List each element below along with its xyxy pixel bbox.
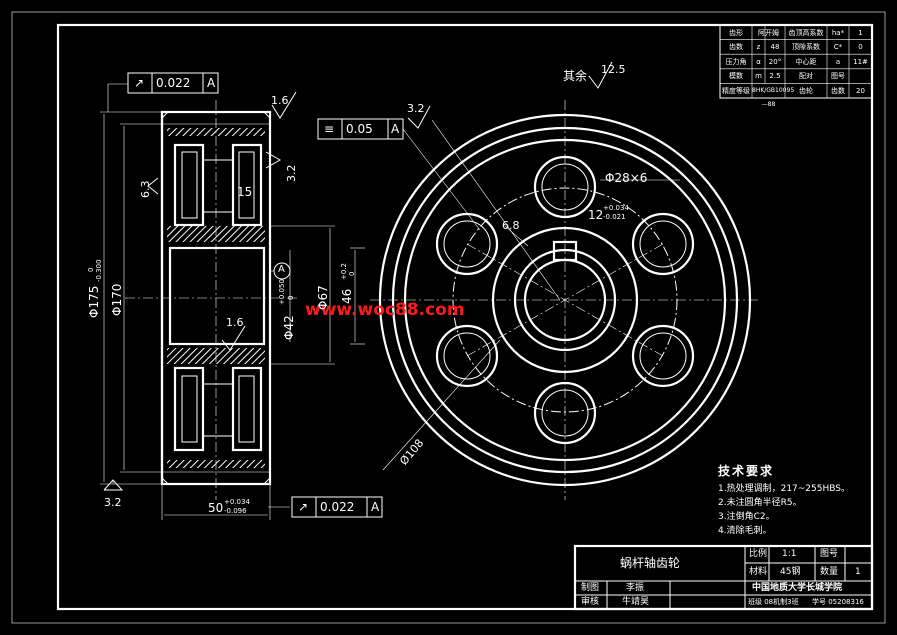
runout-bottom-datum: A	[371, 500, 380, 514]
gear-table-cell: 阿开姆	[758, 29, 779, 37]
gear-table-cell: a	[835, 58, 841, 66]
scale-label: 比例	[749, 549, 768, 559]
gear-table-cell: ha*	[831, 29, 845, 37]
drawn-by-label: 制图	[581, 583, 600, 593]
roughness-bottom-value: 3.2	[104, 496, 122, 509]
dim-15: 15	[237, 185, 253, 199]
roughness-68-value: 6.8	[502, 219, 520, 232]
dim-key-width: 12	[588, 208, 604, 222]
dim-width-tol-low: -0.096	[224, 507, 247, 515]
class-info: 班级 08机制3班	[748, 598, 799, 606]
gear-table-cell: 8HK/GB10095—88	[752, 87, 795, 108]
roughness-32-value: 3.2	[407, 102, 425, 115]
gear-table-cell: 48	[770, 43, 780, 51]
dim-bore-tol-up: +0.050	[278, 279, 286, 305]
gear-table-cell: 配对	[799, 72, 813, 80]
dim-width-tol-up: +0.034	[224, 498, 250, 506]
runout-symbol-icon: ↗	[134, 76, 145, 90]
dim-key-tol-low: -0.021	[603, 213, 626, 221]
symmetry-datum: A	[391, 122, 400, 136]
dim-width: 50	[208, 501, 224, 515]
gear-table-cell: 齿轮	[799, 87, 813, 95]
student-number: 学号 05208316	[812, 598, 864, 606]
runout-bottom-value: 0.022	[320, 500, 355, 514]
gear-table-cell: C*	[833, 43, 843, 51]
gear-table-cell: α	[756, 58, 761, 66]
dim-67: Φ67	[316, 285, 330, 310]
dim-bore-diameter: Φ42	[282, 315, 296, 340]
symmetry-symbol-icon: ≡	[324, 122, 335, 136]
gear-table-cell: 齿顶高系数	[788, 29, 824, 37]
technical-requirements: 技术要求 1.热处理调制，217~255HBS。 2.未注圆角半径R5。 3.注…	[718, 465, 850, 536]
dim-outer-diameter: Φ175	[87, 285, 101, 318]
part-name: 蜗杆轴齿轮	[620, 556, 681, 570]
checked-by-label: 审核	[581, 597, 600, 607]
dim-outer-tol-low: -0.300	[95, 259, 103, 282]
gear-parameter-table	[719, 24, 873, 99]
front-dimensions	[100, 72, 383, 520]
dim-46: 46	[340, 288, 354, 304]
gear-table-cell: 2.5	[769, 72, 781, 80]
gear-table-cell: z	[756, 43, 761, 51]
dim-holes: Φ28×6	[605, 171, 648, 185]
gear-table-cell: 模数	[729, 72, 743, 80]
datum-a-label: A	[278, 264, 285, 275]
roughness-inner-value: 1.6	[226, 316, 244, 329]
gear-table-cell: 20	[856, 87, 865, 95]
outer-border	[11, 11, 886, 624]
gear-table-cell: 中心距	[795, 58, 817, 66]
dim-bore-tol-low: 0	[287, 295, 295, 300]
tech-req-item: 2.未注圆角半径R5。	[718, 498, 802, 508]
gear-table-cell: 压力角	[725, 58, 747, 66]
dim-root-diameter: Φ170	[110, 283, 124, 316]
runout-bottom-symbol-icon: ↗	[298, 500, 309, 514]
front-section-view	[125, 100, 300, 500]
symmetry-value: 0.05	[346, 122, 373, 136]
side-view	[370, 100, 760, 500]
gear-table-cell: 0	[858, 43, 863, 51]
roughness-left-value: 6.3	[139, 180, 152, 199]
drawn-by-name: 李振	[626, 583, 645, 593]
gear-table-cell: 齿数	[729, 43, 743, 51]
side-annotations	[317, 61, 680, 471]
roughness-rest-value: 12.5	[601, 63, 626, 76]
tech-req-item: 3.注倒角C2。	[718, 512, 775, 522]
gear-table-cell: 精度等级	[722, 87, 750, 95]
material-value: 45钢	[780, 567, 801, 577]
scale-value: 1:1	[782, 549, 797, 559]
dim-outer-tol-up: 0	[87, 267, 95, 272]
school-name: 中国地质大学长城学院	[752, 583, 843, 593]
roughness-rest-label: 其余	[563, 69, 588, 83]
material-label: 材料	[749, 567, 768, 577]
gear-table-cell: m	[755, 72, 762, 80]
drawing-no-label: 图号	[820, 549, 839, 559]
gear-table-cell: 1	[858, 29, 863, 37]
gear-table-cell: 11#	[853, 58, 868, 66]
tech-req-item: 4.清除毛刺。	[718, 526, 772, 536]
quantity-value: 1	[855, 567, 861, 577]
dim-key-tol-up: +0.034	[603, 204, 629, 212]
runout-value: 0.022	[156, 76, 191, 90]
runout-datum: A	[207, 76, 216, 90]
quantity-label: 数量	[820, 567, 839, 577]
title-block-lines	[573, 544, 874, 611]
gear-table-cell: 图号	[831, 72, 845, 80]
tech-req-title: 技术要求	[718, 464, 775, 478]
gear-table-cell: 齿形	[729, 29, 743, 37]
gear-table-cell: 齿数	[831, 87, 845, 95]
inner-border	[56, 23, 874, 611]
watermark-text: www.woc88.com	[305, 300, 465, 320]
gear-table-cell: 20°	[768, 58, 782, 66]
checked-by-name: 牛靖昊	[622, 597, 650, 607]
dim-46-tol-up: +0.2	[340, 263, 348, 280]
roughness-top-value: 1.6	[271, 94, 289, 107]
dim-46-tol-low: 0	[348, 271, 356, 276]
tech-req-item: 1.热处理调制，217~255HBS。	[718, 484, 850, 494]
gear-table-cell: 顶隙系数	[792, 43, 820, 51]
roughness-right-value: 3.2	[285, 164, 298, 183]
